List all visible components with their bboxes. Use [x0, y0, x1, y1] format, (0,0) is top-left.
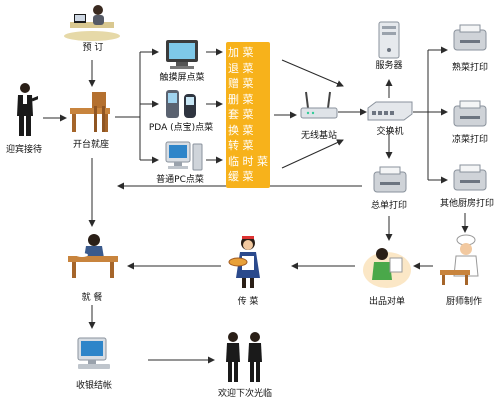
op-char: 菜 — [257, 154, 268, 168]
hot-dish-printer-icon — [453, 24, 487, 51]
cashier-label: 收银结帐 — [75, 381, 112, 391]
ops-column-2: 菜 菜 菜 菜 菜 菜 菜 时 菜 — [241, 45, 255, 185]
op-char: 赠 — [228, 77, 239, 90]
greeter-person-icon — [17, 83, 38, 136]
ops-column-1: 加 退 赠 删 套 换 转 临 缓 — [227, 45, 241, 185]
pc-label: 普通PC点菜 — [156, 175, 204, 185]
waitress-serving-icon — [228, 236, 260, 288]
op-char: 菜 — [242, 61, 254, 75]
chef-cooking-icon — [440, 234, 479, 285]
cold-dish-printer-icon — [453, 100, 487, 127]
op-char: 退 — [228, 61, 239, 75]
reserve-label: 预 订 — [82, 43, 104, 53]
kitchen-printer-icon — [453, 164, 487, 191]
order-operations-panel: 加 退 赠 删 套 换 转 临 缓 菜 菜 菜 菜 菜 菜 菜 时 菜 — [226, 42, 270, 188]
farewell-staff-icon — [226, 332, 262, 382]
arrow-diag-lower — [281, 139, 344, 169]
cold-printer-label: 凉菜打印 — [451, 135, 488, 145]
order-check-icon — [363, 248, 411, 288]
op-char: 换 — [228, 123, 239, 137]
greeter-label: 迎宾接待 — [5, 145, 42, 155]
touchscreen-label: 触摸屏点菜 — [159, 73, 205, 83]
wireless-label: 无线基站 — [300, 131, 337, 141]
serve-label: 传 菜 — [237, 297, 259, 307]
op-char: 临 — [228, 154, 239, 168]
ops-column-3: 菜 — [256, 45, 270, 185]
network-switch-icon — [367, 101, 413, 121]
op-char — [256, 76, 270, 92]
cashier-computer-icon — [77, 337, 110, 369]
hot-printer-label: 熟菜打印 — [451, 63, 488, 73]
op-char: 菜 — [242, 139, 254, 152]
pda-devices-icon — [166, 90, 196, 118]
op-char: 加 — [228, 46, 239, 59]
reservation-desk-icon — [64, 5, 120, 41]
op-char — [256, 123, 270, 139]
server-label: 服务器 — [375, 61, 403, 71]
op-char — [256, 92, 270, 108]
op-char: 菜 — [242, 170, 254, 183]
other-printer-label: 其他厨房打印 — [439, 199, 494, 209]
pda-label: PDA (点宝)点菜 — [148, 123, 214, 133]
op-char: 套 — [228, 108, 239, 121]
dining-table-icon — [68, 234, 118, 278]
op-char: 时 — [242, 154, 254, 168]
touchscreen-terminal-icon — [166, 40, 198, 69]
op-char: 缓 — [228, 170, 239, 183]
pc-computer-icon — [165, 141, 203, 171]
op-char: 菜 — [242, 77, 254, 90]
op-char — [256, 107, 270, 123]
op-char: 菜 — [242, 92, 254, 106]
op-char: 菜 — [242, 108, 254, 121]
op-char: 菜 — [242, 46, 254, 59]
op-char: 转 — [228, 139, 239, 152]
checkout-label: 出品对单 — [368, 297, 405, 307]
dine-label: 就 餐 — [81, 293, 103, 303]
op-char: 菜 — [242, 123, 254, 137]
server-icon — [378, 21, 400, 59]
op-char — [256, 45, 270, 61]
arrow-diag-upper — [281, 59, 344, 87]
summary-printer-icon — [373, 166, 407, 193]
summary-printer-label: 总单打印 — [370, 201, 407, 211]
op-char — [256, 169, 270, 185]
op-char: 删 — [228, 92, 239, 106]
wireless-router-icon — [300, 91, 338, 119]
farewell-label: 欢迎下次光临 — [217, 389, 272, 399]
seating-label: 开台就座 — [72, 140, 109, 150]
table-chair-icon — [70, 92, 110, 132]
chef-label: 厨师制作 — [445, 297, 482, 307]
op-char — [256, 138, 270, 154]
op-char — [256, 61, 270, 77]
switch-label: 交换机 — [376, 127, 404, 137]
